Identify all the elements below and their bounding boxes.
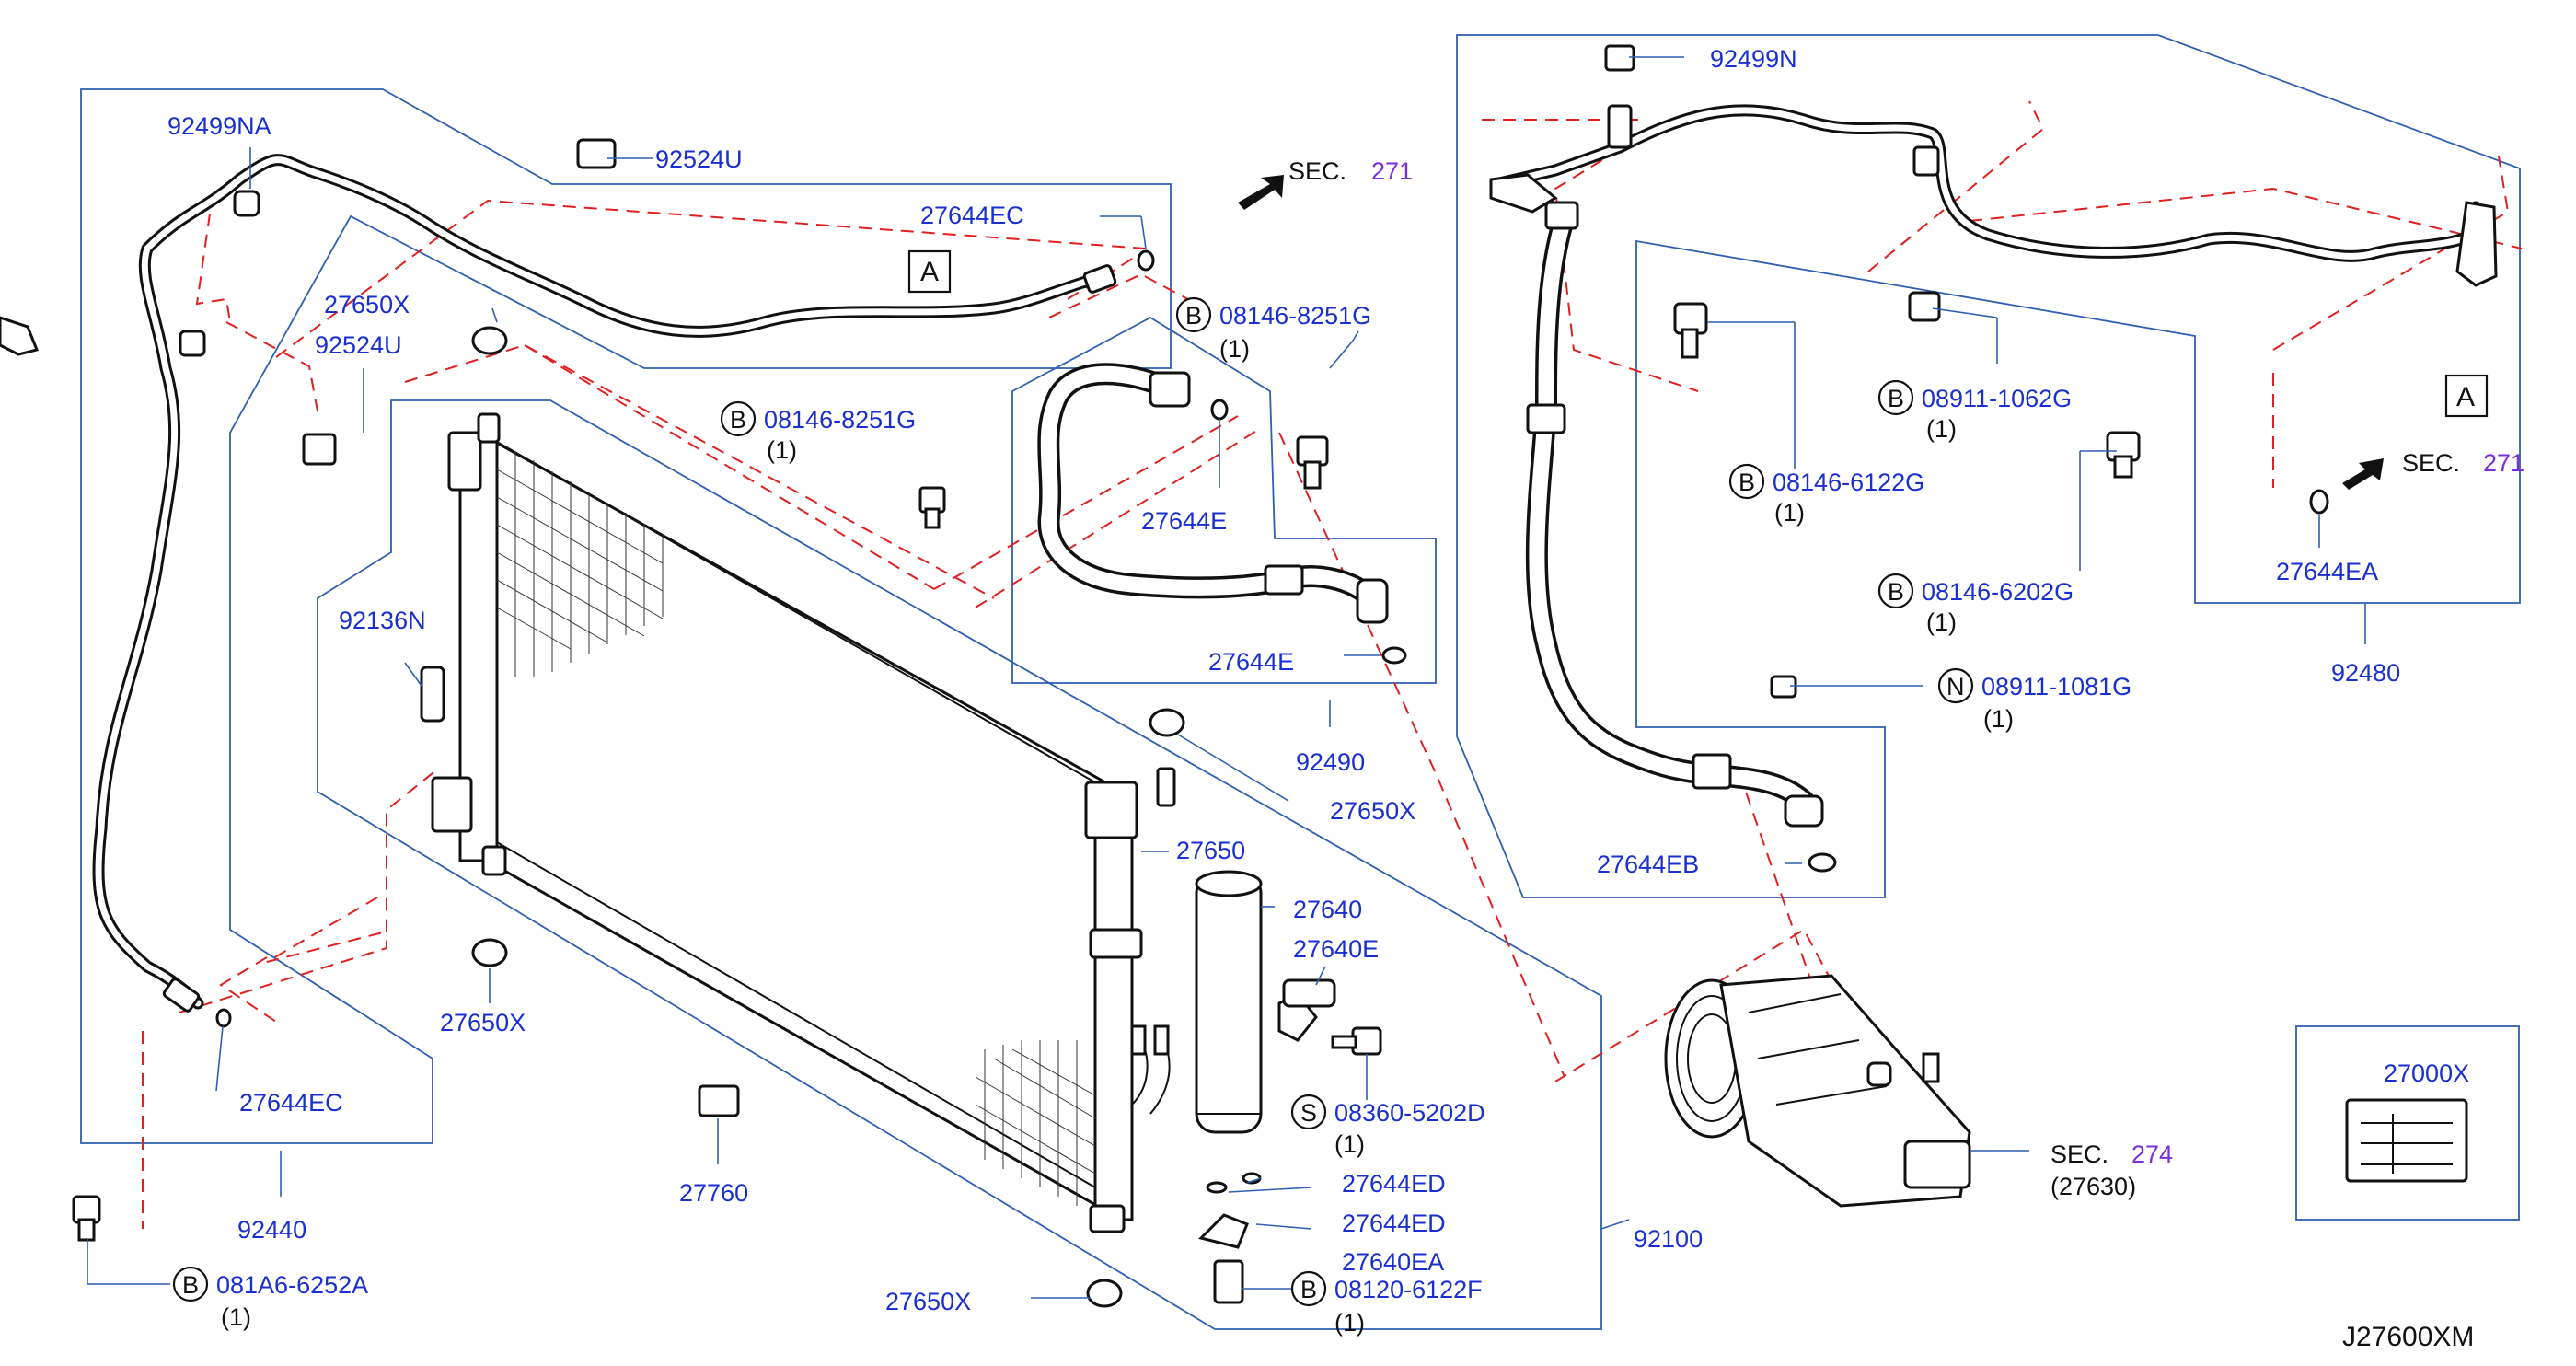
bolt-qty: (1) [1774,499,1805,527]
label-92499N: 92499N [1710,45,1797,73]
label-27640E: 27640E [1293,935,1379,963]
label-27644EB: 27644EB [1597,851,1699,878]
sec-number-3: 274 [2131,1140,2173,1168]
ref-box-a2 [2444,374,2489,418]
cap-92499N [1604,44,1635,72]
cap-92499NA [233,190,260,217]
frame-92440 [80,88,1172,1144]
bolt-letter: N [1946,673,1965,700]
bolt-callout-b2: B 08146-8251G (1) [720,400,916,464]
bolt-part: 08911-1081G [1981,673,2131,700]
sec-label-1: SEC. [1288,157,1346,185]
label-27644E-top: 27644E [1141,507,1227,535]
sec-number-2: 271 [2483,449,2524,477]
frame-92490 [1011,316,1437,684]
bolt-part: 08120-6122F [1334,1276,1483,1303]
condenser-fin-mesh [496,451,1096,1206]
pressure-sensor-92136N [420,666,445,723]
label-92524U-left: 92524U [315,331,402,359]
label-27650X-top: 27650X [324,291,410,318]
label-27650X-right: 27650X [1330,797,1415,825]
hose-92490 [1037,363,1407,665]
label-27640EA: 27640EA [1342,1248,1444,1276]
bracket-27760 [698,1084,740,1117]
ref-box-a1 [907,249,952,294]
label-92524U-top: 92524U [655,145,743,173]
hose-92480 [1489,44,2498,873]
bolt-qty: (1) [1983,705,2014,733]
bolt-qty: (1) [1219,335,1250,363]
bolt-part: 08146-6122G [1773,469,1924,496]
bolt-letter: B [1300,1276,1317,1303]
label-92499NA: 92499NA [167,112,271,140]
bolt-callout-b6: B 08911-1062G (1) [1877,379,2072,443]
bolt-qty: (1) [1334,1309,1365,1337]
frame-27000X [2295,1025,2520,1221]
bolt-part: 08146-6202G [1922,578,2074,606]
frame-92480 [1456,34,2521,898]
label-92440: 92440 [237,1216,306,1244]
bolt-qty: (1) [1926,415,1957,443]
sec-label-2: SEC. [2402,449,2460,477]
bolt-callout-b3: S 08360-5202D (1) [1290,1094,1485,1158]
sec-label-3: SEC. [2050,1140,2108,1168]
label-92100: 92100 [1634,1225,1703,1253]
label-27644ED-a: 27644ED [1342,1170,1446,1198]
label-27000X: 27000X [2384,1059,2469,1087]
pipe-92440 [92,154,1117,1013]
diagram-id: J27600XM [2342,1322,2474,1352]
label-27644E-bottom: 27644E [1208,648,1294,676]
ref-a1-text: A [920,257,939,287]
bolt-letter: B [182,1271,199,1299]
label-27644EC-bottom: 27644EC [239,1089,343,1117]
bolt-callout-b1: B 08146-8251G (1) [1175,296,1371,363]
bolt-qty: (1) [1334,1130,1365,1158]
label-27760: 27760 [679,1179,748,1207]
bolt-part: 081A6-6252A [216,1271,368,1299]
bolt-letter: B [1888,578,1904,606]
condenser-27650 [431,412,1176,1233]
ref-a2-text: A [2456,382,2475,412]
label-92480: 92480 [2331,659,2400,687]
frame-92100 [317,399,1602,1330]
label-27644ED-b: 27644ED [1342,1210,1446,1237]
leader-lines [87,56,2366,1299]
bolt-part: 08911-1062G [1922,385,2072,412]
bolt-qty: (1) [767,436,797,464]
bolt-part: 08146-8251G [764,406,916,434]
bolt-callout-b8: B 08146-6202G (1) [1877,573,2074,636]
bolt-callout-b7: B 08146-6122G (1) [1728,463,1924,527]
bolt-callout-b9: N 08911-1081G (1) [1937,667,2131,733]
bolt-qty: (1) [221,1303,251,1331]
bolt-part: 08146-8251G [1219,302,1371,330]
label-27644EC-top: 27644EC [920,202,1024,229]
bolt-letter: B [730,406,746,434]
bolt-letter: B [1888,385,1904,412]
label-27640: 27640 [1293,896,1362,923]
bolt-letter: S [1300,1099,1317,1127]
label-27650: 27650 [1176,837,1245,864]
label-92490: 92490 [1296,748,1365,776]
small-parts [0,138,1329,1308]
label-27650X-left: 27650X [440,1009,526,1036]
receiver-drier-27640 [1195,870,1382,1304]
label-92136N: 92136N [339,607,426,634]
bolt-part: 08360-5202D [1334,1099,1485,1127]
label-27644EA: 27644EA [2276,558,2378,585]
sec-sub-3: (27630) [2050,1173,2136,1200]
bolt-qty: (1) [1926,608,1957,636]
bolt-callout-b5: B 081A6-6252A (1) [172,1266,368,1331]
bolt-letter: B [1185,302,1202,330]
bolt-callout-b4: B 08120-6122F (1) [1290,1270,1483,1337]
label-27000X-graphic [2345,1098,2468,1183]
label-27650X-bottom: 27650X [885,1288,971,1315]
sec-number-1: 271 [1371,157,1413,185]
sec-arrow-1 [1238,175,1284,210]
compressor-27630 [1664,974,1971,1208]
bolt-letter: B [1739,469,1755,496]
sec-arrow-2 [2342,458,2384,490]
